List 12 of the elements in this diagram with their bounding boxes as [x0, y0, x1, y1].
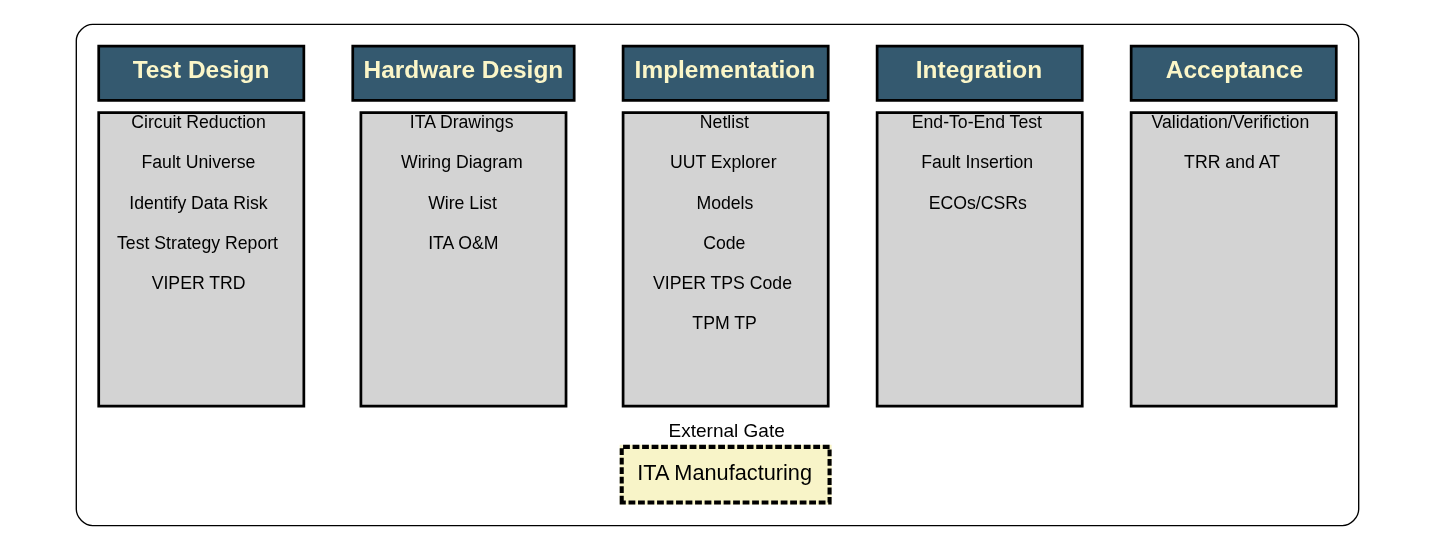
node-box: Hardware Design — [350, 44, 576, 102]
node-label: External Gate — [668, 419, 785, 441]
node-box: Integration — [875, 44, 1084, 102]
node-box: Circuit Reduction Fault Universe Identify Data Risk Test Strategy Report VIPER TRD — [96, 111, 305, 408]
node-box: Validation/Verifiction TRR and AT — [1129, 111, 1338, 408]
node-box: End-To-End Test Fault Insertion ECOs/CSRs — [875, 111, 1084, 408]
node-box: Implementation — [621, 44, 830, 102]
node-box: Test Design — [96, 44, 305, 102]
cluster — [75, 23, 1359, 527]
node-box: Netlist UUT Explorer Models Code VIPER TPS Code TPM TP — [621, 111, 830, 408]
node-box: Acceptance — [1129, 44, 1338, 102]
node-box: ITA Drawings Wiring Diagram Wire List ITA O&M — [359, 111, 567, 408]
